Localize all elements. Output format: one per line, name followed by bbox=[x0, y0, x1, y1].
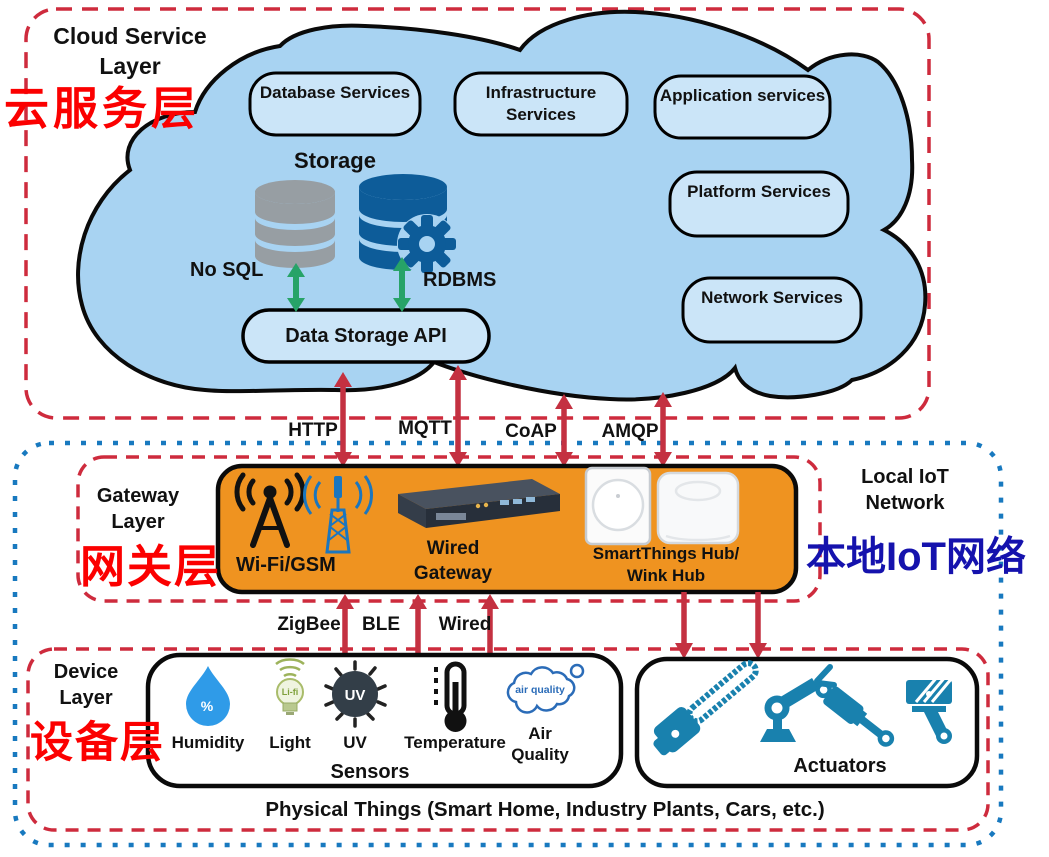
actuators-group-label: Actuators bbox=[793, 755, 887, 777]
data-storage-api-label: Data Storage API bbox=[285, 325, 447, 347]
device-layer-title: Device Layer bbox=[53, 661, 119, 709]
rdbms-api-arrow bbox=[393, 257, 411, 312]
hydraulic-cylinder-icon bbox=[815, 681, 895, 747]
gateway-layer-title: Gateway Layer bbox=[96, 485, 180, 533]
nosql-api-arrow bbox=[287, 263, 305, 312]
wifi-gsm-label: Wi-Fi/GSM bbox=[236, 554, 336, 576]
chainsaw-icon bbox=[653, 660, 759, 756]
pill-data-storage-api bbox=[241, 308, 491, 364]
service-pill-label-network: Network Services bbox=[701, 288, 843, 307]
nosql-label: No SQL bbox=[190, 259, 264, 281]
sensor-label-air-quality: Air Quality bbox=[511, 724, 569, 765]
arrow-wired bbox=[481, 594, 499, 656]
service-pill-label-platform: Platform Services bbox=[687, 182, 831, 201]
cell-tower-icon bbox=[303, 475, 373, 554]
robot-arm-icon bbox=[760, 664, 837, 742]
light-icon: Li-fi bbox=[275, 658, 305, 715]
pill-infrastructure-services bbox=[453, 71, 629, 137]
protocol-label-mqtt: MQTT bbox=[398, 418, 452, 439]
gateway-box bbox=[215, 463, 799, 595]
gateway-layer-border bbox=[76, 455, 822, 603]
wink-hub-image bbox=[584, 466, 652, 546]
sensor-label-uv: UV bbox=[343, 733, 367, 752]
protocol-label-ble: BLE bbox=[362, 614, 400, 635]
pill-platform-services bbox=[668, 170, 850, 238]
sensor-label-light: Light bbox=[269, 733, 311, 752]
sensor-label-temperature: Temperature bbox=[404, 733, 506, 752]
smartthings-wink-hub-label: SmartThings Hub/ Wink Hub bbox=[592, 544, 740, 586]
protocol-label-zigbee: ZigBee bbox=[277, 614, 341, 635]
arrow-actuator-1 bbox=[675, 592, 693, 659]
local-network-title-zh: 本地IoT网络 bbox=[806, 535, 1026, 579]
humidity-badge: % bbox=[201, 698, 214, 714]
protocol-label-coap: CoAP bbox=[505, 421, 557, 442]
protocol-label-amqp: AMQP bbox=[601, 421, 659, 442]
arrow-mqtt bbox=[449, 365, 467, 467]
uv-icon: UV bbox=[324, 660, 387, 728]
cloud-layer-title: Cloud Service Layer bbox=[53, 23, 207, 79]
air-quality-badge: air quality bbox=[515, 684, 565, 696]
wired-gateway-image bbox=[398, 479, 560, 528]
gear-icon bbox=[397, 214, 457, 274]
humidity-icon: % bbox=[186, 666, 230, 726]
protocol-label-wired: Wired bbox=[438, 614, 492, 635]
temperature-icon bbox=[434, 661, 467, 732]
arrow-ble bbox=[409, 594, 427, 656]
arrow-amqp bbox=[654, 392, 672, 467]
gateway-layer-title-zh: 网关层 bbox=[80, 541, 222, 592]
nosql-database-icon bbox=[255, 180, 335, 268]
rdbms-label: RDBMS bbox=[423, 269, 497, 291]
storage-title: Storage bbox=[294, 148, 376, 173]
uv-badge: UV bbox=[345, 687, 366, 704]
physical-things-caption: Physical Things (Smart Home, Industry Pl… bbox=[265, 798, 825, 821]
actuators-box bbox=[634, 656, 980, 789]
cloud-layer-title-zh: 云服务层 bbox=[4, 83, 201, 134]
smartthings-hub-image bbox=[656, 471, 740, 545]
service-pill-label-database: Database Services bbox=[259, 83, 411, 102]
device-layer-title-zh: 设备层 bbox=[30, 719, 165, 767]
light-badge: Li-fi bbox=[282, 687, 299, 697]
service-pill-label-infrastructure: Infrastructure Services bbox=[485, 83, 597, 125]
arrow-zigbee bbox=[336, 594, 354, 656]
pill-application-services bbox=[653, 74, 832, 140]
arrow-coap bbox=[555, 394, 573, 467]
protocol-label-http: HTTP bbox=[288, 420, 338, 441]
sensors-group-label: Sensors bbox=[330, 761, 410, 783]
cloud-layer-border bbox=[24, 7, 931, 420]
arrow-http bbox=[334, 372, 352, 467]
service-pill-label-application: Application services bbox=[659, 86, 826, 105]
sensor-label-humidity: Humidity bbox=[171, 733, 245, 752]
wired-gateway-label: Wired Gateway bbox=[413, 538, 493, 584]
pill-database-services bbox=[248, 71, 422, 137]
piston-icon bbox=[906, 675, 954, 744]
sensors-box bbox=[145, 652, 624, 789]
pill-network-services bbox=[681, 276, 863, 344]
device-layer-border bbox=[26, 647, 990, 832]
local-iot-network-border bbox=[12, 440, 1004, 848]
local-network-title: Local IoT Network bbox=[861, 466, 949, 514]
wifi-antenna-icon bbox=[234, 472, 306, 548]
arrow-actuator-2 bbox=[749, 592, 767, 659]
air-quality-icon: air quality bbox=[506, 663, 585, 714]
